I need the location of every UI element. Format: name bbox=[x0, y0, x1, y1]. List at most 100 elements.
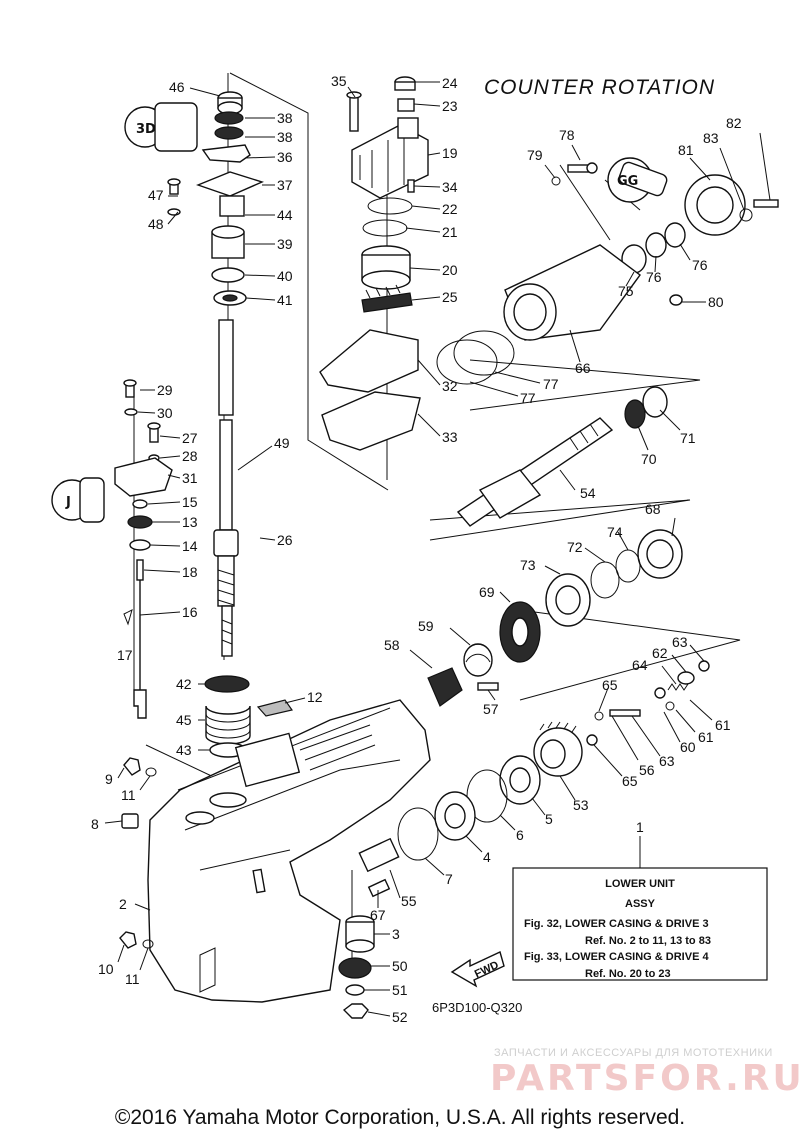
diagram-title: COUNTER ROTATION bbox=[484, 76, 715, 99]
watermark-tagline: ЗАПЧАСТИ И АКСЕССУАРЫ ДЛЯ МОТОТЕХНИКИ bbox=[494, 1047, 773, 1059]
callout-33: 33 bbox=[442, 429, 458, 445]
callout-67: 67 bbox=[370, 907, 386, 923]
callout-38: 38 bbox=[277, 110, 293, 126]
lower-casing bbox=[147, 699, 431, 1003]
callout-73: 73 bbox=[520, 557, 536, 573]
info-box-fig33-refs: Ref. No. 20 to 23 bbox=[585, 968, 671, 980]
callout-34: 34 bbox=[442, 179, 458, 195]
callout-21: 21 bbox=[442, 224, 458, 240]
callout-27: 27 bbox=[182, 430, 198, 446]
callout-80: 80 bbox=[708, 294, 724, 310]
info-box-fig33: Fig. 33, LOWER CASING & DRIVE 4 bbox=[524, 951, 709, 963]
callout-40: 40 bbox=[277, 268, 293, 284]
callout-26: 26 bbox=[277, 532, 293, 548]
callout-4: 4 bbox=[483, 849, 491, 865]
callout-60: 60 bbox=[680, 739, 696, 755]
callout-79: 79 bbox=[527, 147, 543, 163]
svg-text:J: J bbox=[65, 495, 71, 510]
callout-10: 10 bbox=[98, 961, 114, 977]
info-box-fig32: Fig. 32, LOWER CASING & DRIVE 3 bbox=[524, 918, 709, 930]
callout-65: 65 bbox=[602, 677, 618, 693]
callout-74: 74 bbox=[607, 524, 623, 540]
callout-44: 44 bbox=[277, 207, 293, 223]
callout-83: 83 bbox=[703, 130, 719, 146]
callout-77: 77 bbox=[520, 390, 536, 406]
callout-61: 61 bbox=[715, 717, 731, 733]
callout-78: 78 bbox=[559, 127, 575, 143]
callout-52: 52 bbox=[392, 1009, 408, 1025]
gear-bearing-group bbox=[338, 529, 710, 1019]
callout-58: 58 bbox=[384, 637, 400, 653]
callout-63: 63 bbox=[672, 634, 688, 650]
shift-rod-group bbox=[114, 379, 173, 719]
callout-24: 24 bbox=[442, 75, 458, 91]
callout-42: 42 bbox=[176, 676, 192, 692]
callout-66: 66 bbox=[575, 360, 591, 376]
callout-17: 17 bbox=[117, 647, 133, 663]
callout-43: 43 bbox=[176, 742, 192, 758]
callout-12: 12 bbox=[307, 689, 323, 705]
callout-9: 9 bbox=[105, 771, 113, 787]
callout-38: 38 bbox=[277, 129, 293, 145]
callout-13: 13 bbox=[182, 514, 198, 530]
callout-70: 70 bbox=[641, 451, 657, 467]
callout-61: 61 bbox=[698, 729, 714, 745]
callout-6: 6 bbox=[516, 827, 524, 843]
water-seal-housing-group bbox=[167, 91, 264, 306]
callout-81: 81 bbox=[678, 142, 694, 158]
callout-50: 50 bbox=[392, 958, 408, 974]
callout-2: 2 bbox=[119, 896, 127, 912]
callout-59: 59 bbox=[418, 618, 434, 634]
diagram-code: 6P3D100-Q320 bbox=[432, 1000, 522, 1015]
callout-46: 46 bbox=[169, 79, 185, 95]
lubricant-icon-gg: GG bbox=[607, 157, 668, 203]
callout-69: 69 bbox=[479, 584, 495, 600]
lubricant-icon-j: J bbox=[51, 477, 105, 523]
callout-37: 37 bbox=[277, 177, 293, 193]
callout-75: 75 bbox=[618, 283, 634, 299]
callout-30: 30 bbox=[157, 405, 173, 421]
bearing-pinion-group bbox=[204, 675, 294, 758]
callout-65: 65 bbox=[622, 773, 638, 789]
callout-82: 82 bbox=[726, 115, 742, 131]
copyright-footer: ©2016 Yamaha Motor Corporation, U.S.A. A… bbox=[115, 1106, 685, 1129]
callout-54: 54 bbox=[580, 485, 596, 501]
propeller-shaft-housing-group bbox=[436, 162, 779, 429]
callout-55: 55 bbox=[401, 893, 417, 909]
callout-36: 36 bbox=[277, 149, 293, 165]
callout-77: 77 bbox=[543, 376, 559, 392]
callout-49: 49 bbox=[274, 435, 290, 451]
callout-18: 18 bbox=[182, 564, 198, 580]
callout-20: 20 bbox=[442, 262, 458, 278]
forward-arrow-icon: FWD bbox=[450, 951, 505, 988]
watermark-logo: PARTSFOR.RU bbox=[490, 1058, 800, 1099]
callout-28: 28 bbox=[182, 448, 198, 464]
callout-19: 19 bbox=[442, 145, 458, 161]
callout-64: 64 bbox=[632, 657, 648, 673]
info-box-title: LOWER UNIT bbox=[605, 878, 675, 890]
callout-71: 71 bbox=[680, 430, 696, 446]
callout-25: 25 bbox=[442, 289, 458, 305]
callout-48: 48 bbox=[148, 216, 164, 232]
callout-11: 11 bbox=[125, 971, 140, 987]
callout-5: 5 bbox=[545, 811, 553, 827]
callout-63: 63 bbox=[659, 753, 675, 769]
callout-62: 62 bbox=[652, 645, 668, 661]
lower-unit-info-box: LOWER UNIT ASSY Fig. 32, LOWER CASING & … bbox=[512, 867, 768, 981]
callout-56: 56 bbox=[639, 762, 655, 778]
callout-53: 53 bbox=[573, 797, 589, 813]
leader-lines bbox=[104, 81, 771, 1017]
drive-shaft bbox=[213, 319, 239, 657]
callout-31: 31 bbox=[182, 470, 198, 486]
svg-text:GG: GG bbox=[617, 174, 638, 189]
info-box-subtitle: ASSY bbox=[625, 898, 656, 910]
lubricant-icon-3d: 3D bbox=[124, 102, 198, 152]
callout-76: 76 bbox=[646, 269, 662, 285]
callout-45: 45 bbox=[176, 712, 192, 728]
callout-15: 15 bbox=[182, 494, 198, 510]
callout-23: 23 bbox=[442, 98, 458, 114]
callout-57: 57 bbox=[483, 701, 499, 717]
callout-41: 41 bbox=[277, 292, 293, 308]
callout-3: 3 bbox=[392, 926, 400, 942]
